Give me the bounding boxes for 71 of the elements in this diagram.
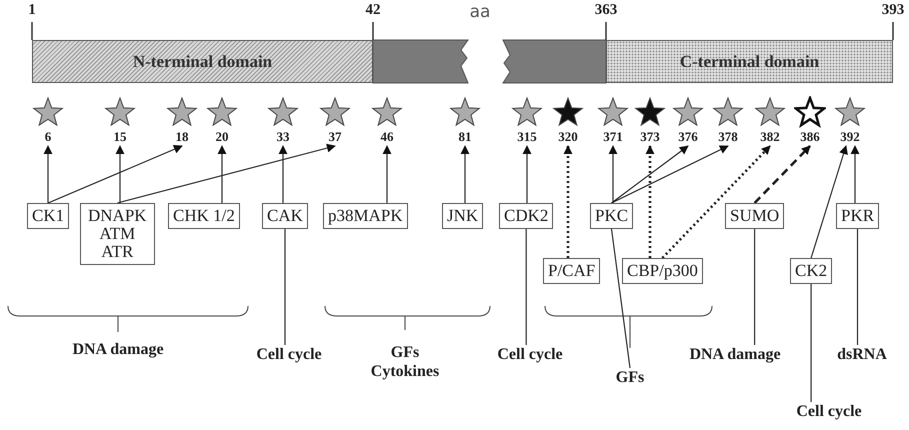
residue-number: 20 (216, 129, 228, 145)
domain-bar: C-terminal domain (606, 40, 893, 83)
enzyme-box: CK2 (790, 258, 832, 284)
residue-number: 315 (517, 129, 537, 145)
stimulus-label: Cell cycle (497, 345, 563, 364)
arrow (117, 144, 336, 204)
enzyme-box: P/CAF (543, 258, 600, 284)
position-label: 363 (594, 2, 618, 19)
enzyme-box: PKC (590, 203, 634, 229)
enzyme-box: p38MAPK (323, 203, 408, 229)
residue-number: 382 (760, 129, 780, 145)
enzyme-box: CK1 (27, 203, 70, 229)
arrow (44, 145, 52, 203)
enzyme-box: PKR (836, 203, 880, 229)
connector-line (526, 228, 527, 345)
residue-number: 46 (380, 129, 394, 145)
residue-number: 320 (558, 129, 578, 145)
stimulus-label: DNA damage (72, 340, 164, 360)
arrow (218, 145, 226, 203)
stimulus-label: dsRNA (837, 345, 887, 364)
unit-label: aa (470, 2, 490, 22)
residue-number: 6 (44, 129, 52, 145)
enzyme-box: SUMO (725, 203, 784, 229)
position-label: 42 (366, 2, 380, 19)
residue-number: 37 (328, 129, 342, 145)
residue-number: 376 (678, 129, 698, 145)
stimulus-label: DNA damage (689, 345, 781, 364)
arrow (564, 145, 572, 258)
residue-number: 81 (458, 129, 472, 145)
arrow (460, 145, 470, 203)
residue-number: 392 (840, 129, 860, 145)
residue-number: 373 (640, 129, 660, 145)
arrow (754, 145, 811, 204)
arrow (48, 145, 183, 204)
stimulus-label: Cell cycle (256, 345, 322, 364)
domain-segment (372, 40, 469, 84)
residue-number: 18 (176, 129, 188, 145)
arrow (278, 145, 288, 203)
arrow (382, 145, 392, 203)
enzyme-box: CDK2 (499, 203, 554, 229)
arrow (850, 145, 860, 203)
connector-line (810, 284, 812, 402)
residue-number: 33 (276, 129, 290, 145)
position-label: 1 (28, 2, 36, 19)
position-label: 393 (882, 2, 904, 19)
arrow (608, 145, 618, 203)
residue-number: 378 (718, 129, 738, 145)
stimulus-label: GFs (616, 368, 644, 388)
arrow (646, 145, 654, 258)
enzyme-box: CAK (262, 203, 308, 229)
enzyme-box: DNAPK ATM ATR (80, 203, 155, 265)
arrow (611, 145, 689, 204)
arrow (661, 145, 771, 259)
arrow (611, 146, 729, 204)
enzyme-box: JNK (442, 203, 484, 229)
domain-segment (502, 40, 606, 84)
arrow (522, 145, 532, 203)
arrow (116, 145, 124, 203)
domain-bar: N-terminal domain (32, 40, 373, 83)
stimulus-label: GFs Cytokines (370, 343, 440, 382)
enzyme-box: CHK 1/2 (168, 203, 240, 229)
residue-number: 371 (603, 129, 623, 145)
connector-line (754, 228, 756, 345)
stimulus-label: Cell cycle (796, 402, 862, 422)
residue-number: 386 (800, 129, 820, 145)
enzyme-box: CBP/p300 (622, 258, 703, 284)
connector-line (856, 228, 858, 345)
arrow (810, 145, 848, 258)
connector-line (284, 228, 286, 345)
connector-line (610, 228, 631, 368)
residue-number: 15 (114, 129, 126, 145)
